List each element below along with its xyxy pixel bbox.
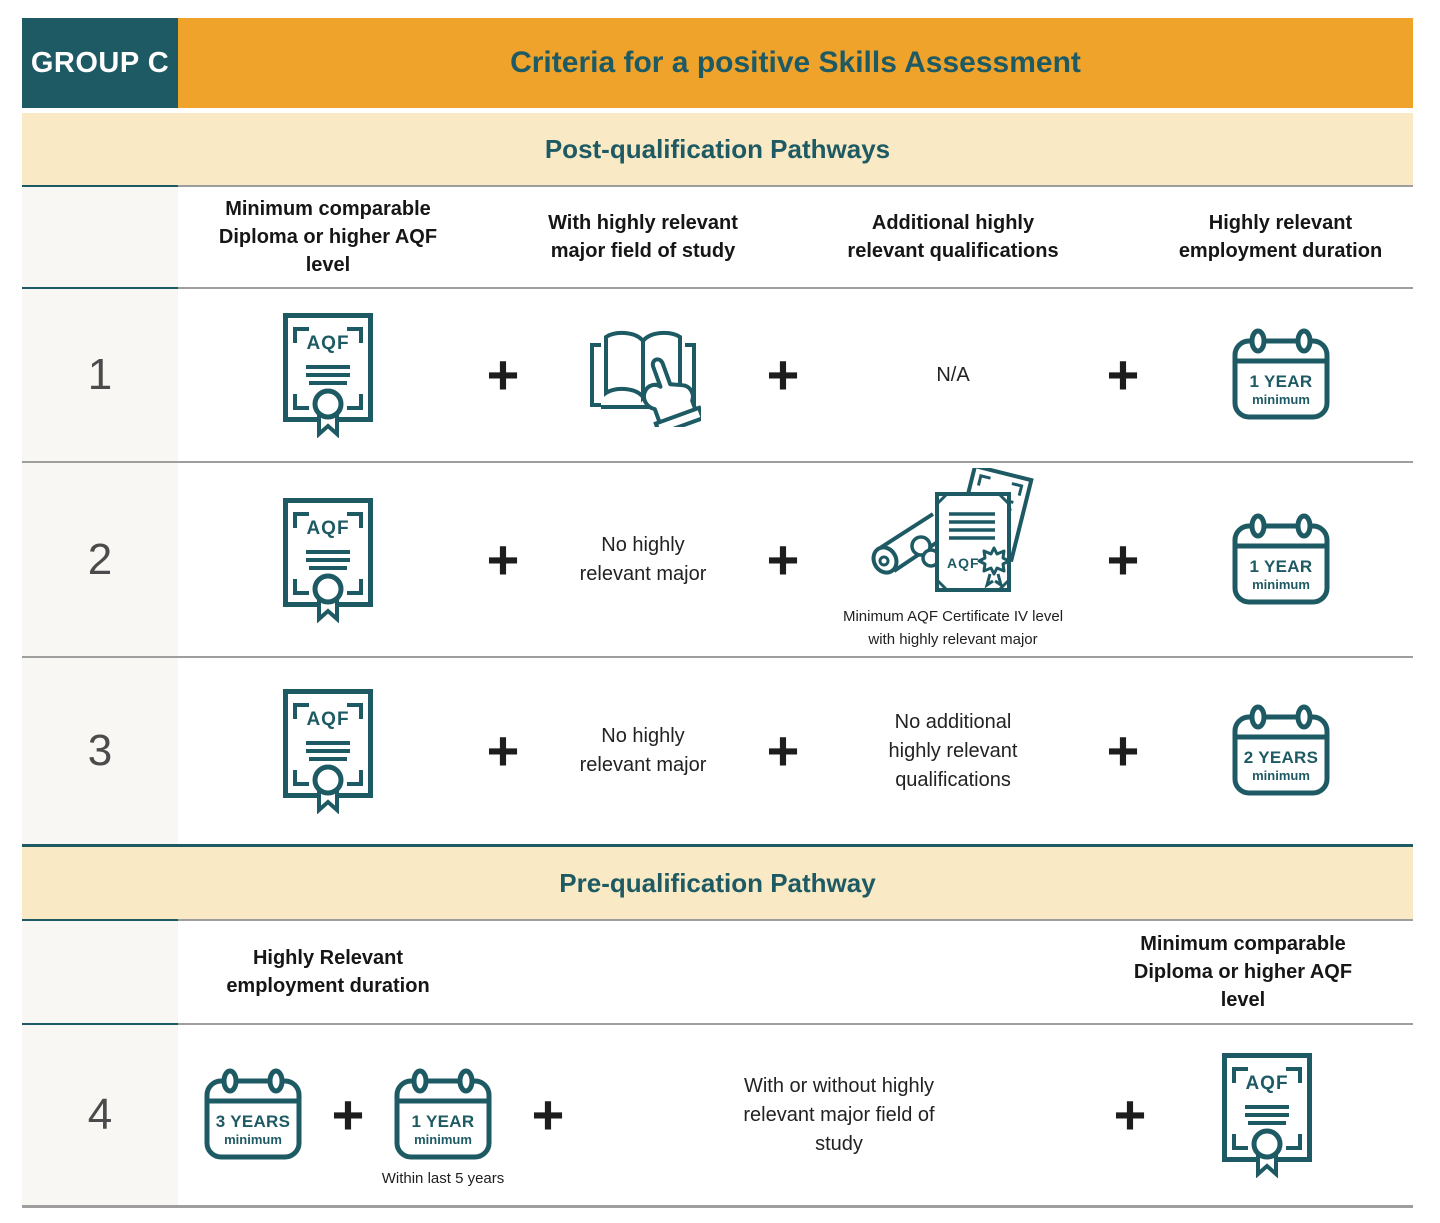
row-number: 3 (87, 726, 113, 775)
calendar-1-year-icon: 1 YEAR minimum (1232, 328, 1329, 420)
section-divider (22, 185, 1413, 187)
svg-text:1 YEAR: 1 YEAR (412, 1112, 475, 1131)
group-label: GROUP C (22, 18, 178, 108)
svg-text:minimum: minimum (1252, 577, 1310, 592)
table-header: GROUP C Criteria for a positive Skills A… (22, 18, 1413, 108)
plus-sign: + (331, 1083, 365, 1146)
svg-text:AQF: AQF (306, 709, 349, 730)
section-divider (22, 919, 1413, 921)
svg-text:AQF: AQF (1245, 1073, 1288, 1094)
plus-sign: + (766, 527, 800, 591)
calendar-1-year-icon: 1 YEAR minimum (394, 1068, 492, 1160)
additional-qualifications-icon: AQF (871, 468, 1034, 592)
section-divider (22, 1023, 1413, 1025)
svg-text:minimum: minimum (414, 1132, 472, 1147)
pathway-row-4: 4 3 YEARS minimum + (22, 1025, 1413, 1205)
no-relevant-major-text: No highly relevant major (579, 725, 707, 776)
no-relevant-major-text: No highly relevant major (579, 533, 707, 585)
plus-sign: + (1106, 719, 1140, 782)
calendar-3-years-icon: 3 YEARS minimum (204, 1068, 302, 1160)
svg-text:AQF: AQF (947, 555, 980, 571)
with-or-without-major-text: With or without highly relevant major fi… (743, 1074, 935, 1155)
plus-sign: + (766, 343, 800, 406)
row-number: 1 (87, 350, 113, 399)
section-top-border (22, 844, 1413, 847)
row-number: 2 (87, 534, 113, 584)
svg-text:1 YEAR: 1 YEAR (1249, 372, 1312, 391)
row-number-column-header (22, 187, 178, 287)
calendar-2-years-icon: 2 YEARS minimum (1232, 704, 1329, 796)
svg-text:minimum: minimum (224, 1132, 282, 1147)
pre-column-header-row: Highly Relevant employment duration Mini… (22, 921, 1413, 1023)
column-header-additional-quals: Additional highly relevant qualification… (847, 212, 1059, 262)
plus-sign: + (1106, 343, 1140, 406)
pathway-row-1: 1 AQF + (22, 289, 1413, 461)
svg-text:minimum: minimum (1252, 392, 1310, 407)
svg-text:1 YEAR: 1 YEAR (1249, 557, 1312, 576)
aqf-certificate-icon: AQF (1221, 1053, 1312, 1178)
no-additional-quals-text: No additional highly relevant qualificat… (888, 710, 1018, 791)
row-number-column-header (22, 921, 178, 1023)
post-qualification-band: Post-qualification Pathways (22, 113, 1413, 185)
svg-text:2 YEARS: 2 YEARS (1243, 748, 1318, 767)
certificate-iv-caption: Minimum AQF Certificate IV level with hi… (842, 608, 1064, 648)
header-gap (22, 108, 1413, 113)
svg-text:AQF: AQF (306, 333, 349, 354)
plus-sign: + (486, 719, 520, 782)
row-divider (22, 656, 1413, 658)
plus-sign: + (1113, 1083, 1147, 1146)
pre-qualification-band: Pre-qualification Pathway (22, 847, 1413, 919)
svg-text:minimum: minimum (1252, 768, 1310, 783)
section-divider (22, 287, 1413, 289)
aqf-certificate-icon: AQF (283, 313, 373, 438)
column-header-employment-duration: Highly Relevant employment duration (226, 947, 430, 997)
svg-text:3 YEARS: 3 YEARS (216, 1112, 291, 1131)
pathway-row-2: 2 AQF + No highly relevant major + (22, 463, 1413, 656)
column-header-diploma: Minimum comparable Diploma or higher AQF… (218, 198, 438, 276)
criteria-table: GROUP C Criteria for a positive Skills A… (22, 18, 1413, 1208)
table-bottom-border (22, 1205, 1413, 1208)
pathway-row-3: 3 AQF + No highly relevant major + No ad… (22, 658, 1413, 844)
aqf-certificate-icon: AQF (283, 689, 373, 814)
column-header-major: With highly relevant major field of stud… (548, 212, 738, 262)
aqf-certificate-icon: AQF (283, 497, 373, 623)
field-of-study-book-icon (590, 330, 701, 427)
not-applicable-text: N/A (936, 363, 970, 386)
table-title: Criteria for a positive Skills Assessmen… (178, 18, 1413, 108)
post-column-header-row: Minimum comparable Diploma or higher AQF… (22, 187, 1413, 287)
plus-sign: + (486, 527, 520, 591)
svg-text:AQF: AQF (306, 518, 349, 539)
column-header-employment: Highly relevant employment duration (1178, 212, 1383, 262)
plus-sign: + (486, 343, 520, 406)
plus-sign: + (766, 719, 800, 782)
row-divider (22, 461, 1413, 463)
plus-sign: + (531, 1083, 565, 1146)
plus-sign: + (1106, 527, 1140, 591)
within-last-5-years-caption: Within last 5 years (381, 1170, 505, 1187)
calendar-1-year-icon: 1 YEAR minimum (1232, 513, 1329, 604)
column-header-diploma: Minimum comparable Diploma or higher AQF… (1133, 933, 1353, 1011)
row-number: 4 (87, 1090, 113, 1139)
